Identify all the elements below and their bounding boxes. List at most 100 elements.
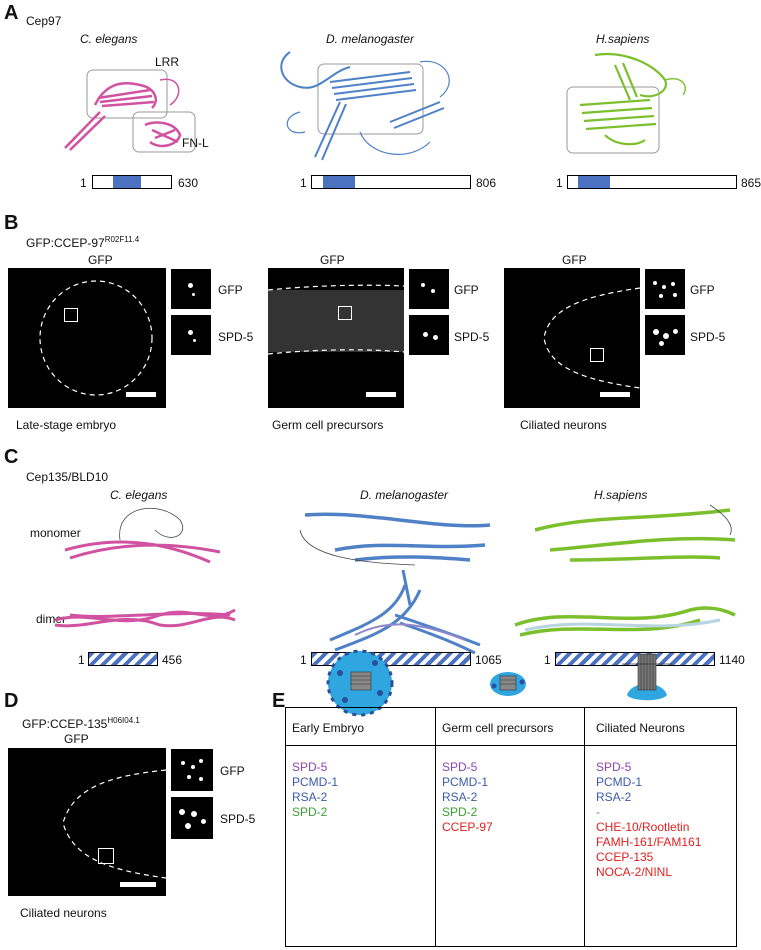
protein-list-item: RSA-2 bbox=[596, 790, 632, 804]
protein-list-item: CHE-10/Rootletin bbox=[596, 820, 690, 834]
protein-list-item: SPD-2 bbox=[442, 805, 478, 819]
structure-cep135-celegans-monomer bbox=[64, 507, 221, 564]
domain-bar-cep97-dmel bbox=[311, 175, 471, 189]
table-column-divider-1 bbox=[435, 707, 436, 947]
structure-cep135-celegans-dimer bbox=[54, 608, 236, 628]
protein-list-item: SPD-2 bbox=[292, 805, 328, 819]
protein-list-item: - bbox=[596, 805, 600, 819]
micrograph-late-stage-embryo bbox=[8, 268, 166, 408]
inset-spd5-germ bbox=[408, 314, 450, 356]
panel-c-species-celegans: C. elegans bbox=[110, 488, 168, 502]
bar-c2-start: 1 bbox=[300, 653, 307, 667]
panel-d-construct: GFP:CCEP-135H06I04.1 bbox=[22, 716, 140, 731]
protein-list-item: PCMD-1 bbox=[292, 775, 339, 789]
micrograph-ciliated-neurons bbox=[504, 268, 641, 408]
protein-list-item: FAMH-161/FAM161 bbox=[596, 835, 702, 849]
table-header-germ-cell-precursors: Germ cell precursors bbox=[442, 721, 554, 735]
panel-d-inset1-label: GFP bbox=[220, 764, 245, 778]
centrosome-cartoon-ciliated-neurons bbox=[622, 653, 672, 701]
panel-b-img2-title: GFP bbox=[320, 253, 345, 267]
coiled-coil-bar-hsap bbox=[555, 652, 715, 666]
roi-box bbox=[338, 306, 352, 320]
domain-bar-cep97-hsap bbox=[567, 175, 737, 189]
panel-e-letter: E bbox=[272, 690, 286, 712]
bar-a1-start: 1 bbox=[80, 176, 87, 190]
bar-c2-end: 1065 bbox=[475, 653, 502, 667]
lrr-domain-fill bbox=[323, 176, 355, 188]
row-label-dimer: dimer bbox=[36, 612, 67, 626]
bar-a2-start: 1 bbox=[300, 176, 307, 190]
panel-d-construct-superscript: H06I04.1 bbox=[107, 716, 140, 725]
table-column-divider-2 bbox=[584, 707, 585, 947]
scale-bar bbox=[600, 392, 630, 397]
structure-cep97-hsap bbox=[566, 52, 686, 154]
domain-label-lrr: LRR bbox=[155, 55, 180, 69]
panel-b-img1-caption: Late-stage embryo bbox=[16, 418, 117, 432]
inset-gfp-germ bbox=[408, 268, 450, 310]
panel-c-species-hsap: H.sapiens bbox=[594, 488, 648, 502]
micrograph-germ-cell-precursors bbox=[267, 268, 405, 408]
table-top-border bbox=[285, 707, 737, 708]
roi-box bbox=[98, 848, 114, 864]
lrr-domain-fill bbox=[112, 176, 142, 188]
bar-c3-end: 1140 bbox=[719, 653, 745, 667]
panel-a-species-celegans: C. elegans bbox=[80, 32, 138, 46]
structure-cep135-dmel-monomer bbox=[299, 512, 491, 566]
protein-list-item: PCMD-1 bbox=[442, 775, 489, 789]
inset-spd5-embryo bbox=[170, 314, 212, 356]
protein-list-item: CCEP-97 bbox=[442, 820, 493, 834]
micrograph-ccep135-ciliated-neurons bbox=[8, 748, 167, 896]
panel-b-img3-inset1-label: GFP bbox=[690, 283, 715, 297]
centrosome-cartoon-early-embryo bbox=[326, 649, 394, 717]
panel-b-img3-title: GFP bbox=[562, 253, 587, 267]
panel-b-img2-inset1-label: GFP bbox=[454, 283, 479, 297]
panel-b-img2-inset2-label: SPD-5 bbox=[454, 330, 490, 344]
protein-list-item: CCEP-135 bbox=[596, 850, 654, 864]
panel-c-protein-label: Cep135/BLD10 bbox=[26, 470, 109, 484]
protein-list-item: RSA-2 bbox=[442, 790, 478, 804]
lrr-domain-fill bbox=[578, 176, 610, 188]
panel-b-construct: GFP:CCEP-97R02F11.4 bbox=[26, 235, 140, 250]
coiled-coil-bar-celegans bbox=[88, 652, 158, 666]
panel-a-protein-label: Cep97 bbox=[26, 14, 62, 28]
panel-a-letter: A bbox=[4, 2, 19, 24]
structure-cep97-celegans bbox=[64, 69, 196, 153]
panel-b-img1-inset1-label: GFP bbox=[218, 283, 243, 297]
panel-c-letter: C bbox=[4, 446, 19, 468]
panel-b-img3-inset2-label: SPD-5 bbox=[690, 330, 726, 344]
inset-gfp-neurons bbox=[644, 268, 686, 310]
roi-box bbox=[590, 348, 604, 362]
panel-c-species-dmel: D. melanogaster bbox=[360, 488, 449, 502]
panel-d-title: GFP bbox=[64, 732, 89, 746]
table-header-divider bbox=[285, 745, 737, 746]
pcm-composition-table bbox=[285, 707, 737, 947]
structure-cep97-dmel bbox=[280, 51, 450, 161]
protein-list-item: PCMD-1 bbox=[596, 775, 643, 789]
bar-a3-end: 865 bbox=[741, 176, 761, 190]
scale-bar bbox=[126, 392, 156, 397]
protein-list-item: SPD-5 bbox=[442, 760, 478, 774]
panel-d-letter: D bbox=[4, 690, 19, 712]
bar-a1-end: 630 bbox=[178, 176, 199, 190]
panel-b-img2-caption: Germ cell precursors bbox=[272, 418, 384, 432]
table-header-early-embryo: Early Embryo bbox=[292, 721, 365, 735]
structure-cep135-hsap-monomer bbox=[534, 504, 736, 562]
scale-bar bbox=[120, 882, 156, 887]
panel-b-img3-caption: Ciliated neurons bbox=[520, 418, 607, 432]
domain-bar-cep97-celegans bbox=[92, 175, 172, 189]
bar-c3-start: 1 bbox=[544, 653, 551, 667]
protein-list-item: SPD-5 bbox=[292, 760, 328, 774]
bar-a3-start: 1 bbox=[556, 176, 563, 190]
panel-b-img1-title: GFP bbox=[88, 253, 113, 267]
centrosome-cartoon-germ-cell bbox=[490, 672, 526, 696]
bar-c1-end: 456 bbox=[162, 653, 183, 667]
protein-list-item: SPD-5 bbox=[596, 760, 632, 774]
structure-cep135-dmel-dimer bbox=[329, 569, 481, 655]
bar-c1-start: 1 bbox=[78, 653, 85, 667]
structure-cep135-hsap-dimer bbox=[514, 606, 736, 637]
protein-list-item: RSA-2 bbox=[292, 790, 328, 804]
panel-d-inset2-label: SPD-5 bbox=[220, 812, 256, 826]
